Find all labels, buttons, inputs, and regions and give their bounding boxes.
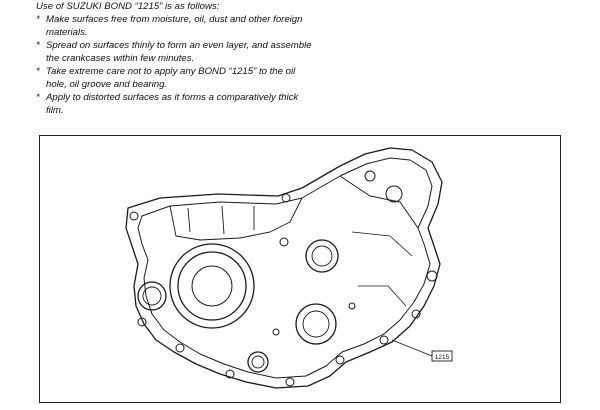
bullet-mark: * — [36, 40, 40, 51]
bolt-hole — [272, 328, 280, 336]
bullet-mark: * — [36, 66, 40, 77]
bond-callout-badge: 1215 — [431, 350, 453, 362]
crank-journal-inner — [191, 265, 233, 307]
deck-line — [187, 205, 255, 235]
bearing-boss-inner — [142, 286, 162, 306]
deck-line — [169, 197, 303, 241]
bolt-hole — [279, 237, 289, 247]
bearing-boss — [247, 351, 269, 373]
bolt-hole — [285, 377, 295, 387]
instructions-list: * Make surfaces free from moisture, oil,… — [36, 13, 356, 117]
bearing-boss-inner — [311, 245, 333, 267]
instruction-line: Apply to distorted surfaces as it forms … — [46, 92, 299, 103]
clutch-cover-line — [339, 175, 419, 229]
rib-line — [351, 231, 413, 307]
bolt-hole — [335, 355, 345, 365]
instruction-item: * Apply to distorted surfaces as it form… — [36, 91, 356, 117]
crankcase-illustration: 1215 — [125, 147, 453, 389]
instruction-line: Spread on surfaces thinly to form an eve… — [46, 40, 312, 51]
bolt-hole — [348, 302, 356, 310]
instruction-item: * Take extreme care not to apply any BON… — [36, 65, 356, 91]
bolt-hole — [225, 369, 235, 379]
crankcase-outline — [125, 147, 443, 389]
bolt-hole — [137, 317, 147, 327]
bullet-mark: * — [36, 92, 40, 103]
instruction-item: * Make surfaces free from moisture, oil,… — [36, 13, 356, 39]
bearing-boss — [305, 239, 339, 273]
bearing-boss-inner — [302, 310, 330, 338]
bolt-hole — [411, 309, 421, 319]
instruction-item: * Spread on surfaces thinly to form an e… — [36, 39, 356, 65]
instruction-line: hole, oil groove and bearing. — [46, 79, 168, 90]
bearing-boss — [137, 281, 167, 311]
boss — [364, 170, 376, 182]
sealing-surface-line — [137, 157, 433, 379]
callout-leader — [391, 339, 433, 357]
instructions-block: Use of SUZUKI BOND “1215” is as follows:… — [36, 0, 356, 117]
instruction-line: Make surfaces free from moisture, oil, d… — [46, 14, 303, 25]
instruction-line: materials. — [46, 27, 88, 38]
instruction-line: Take extreme care not to apply any BOND … — [46, 66, 296, 77]
bolt-hole — [281, 193, 291, 203]
bearing-boss — [295, 303, 337, 345]
bond-callout-label: 1215 — [435, 354, 450, 361]
bolt-hole — [426, 270, 438, 282]
bolt-hole — [129, 211, 139, 221]
bullet-mark: * — [36, 14, 40, 25]
instruction-line: film. — [46, 105, 64, 116]
instruction-line: the crankcases within few minutes. — [46, 53, 195, 64]
bolt-hole — [379, 335, 389, 345]
bearing-boss-inner — [251, 355, 265, 369]
boss — [385, 185, 403, 203]
crank-journal-outer — [169, 243, 255, 329]
instructions-intro: Use of SUZUKI BOND “1215” is as follows: — [36, 1, 220, 12]
crankcase-figure-frame: 1215 — [39, 135, 561, 403]
crank-journal-mid — [177, 251, 247, 321]
bolt-hole — [175, 343, 185, 353]
